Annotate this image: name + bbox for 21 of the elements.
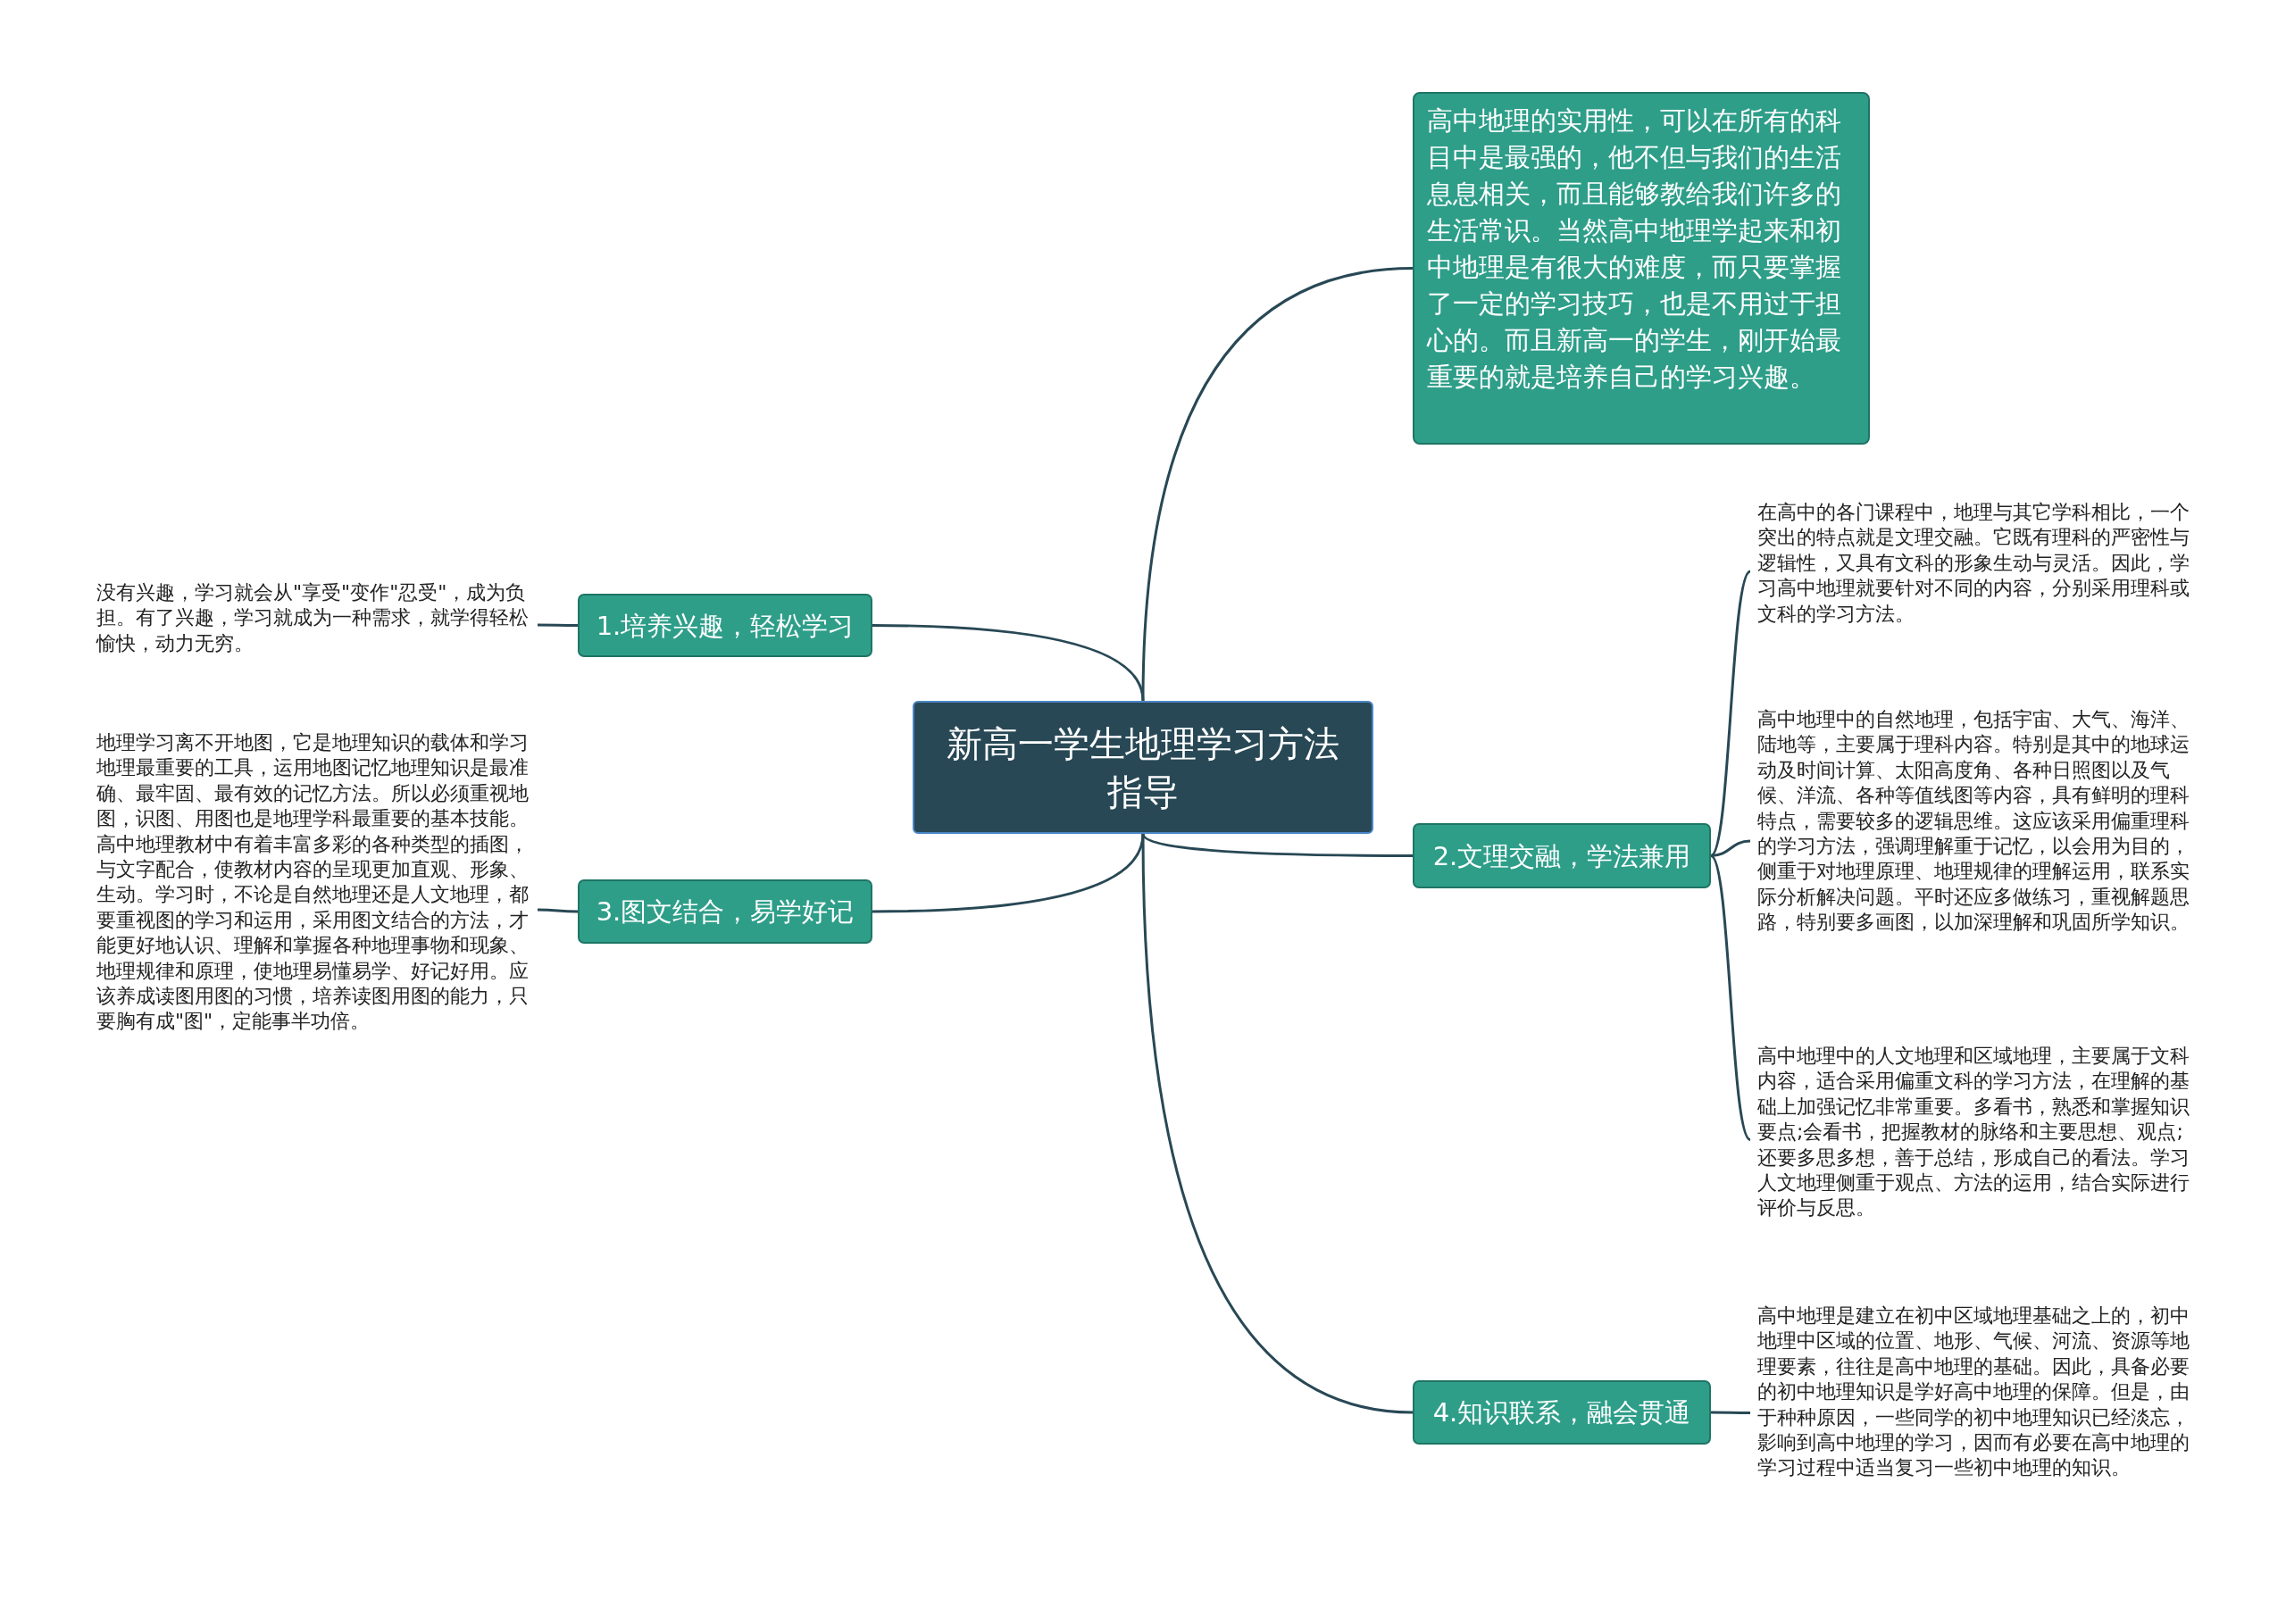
note-text: 高中地理中的自然地理，包括宇宙、大气、海洋、陆地等，主要属于理科内容。特别是其中的地球运动及时间计算、太阳高度角、各种日照图以及气候、洋流、各种等值线图等内容，具有鲜明的理科特点，需要较多的逻辑思维。这应该采用偏重理科的学习方法，强调理解重于记忆，以会用为目的，侧重于对地理原理、地理规律的理解运用，联系实际分析解决问题。平时还应多做练习，重视解题思路，特别要多画图，以加深理解和巩固所学知识。 xyxy=(1757,707,2190,936)
note-text: 在高中的各门课程中，地理与其它学科相比，一个突出的特点就是文理交融。它既有理科的严密性与逻辑性，又具有文科的形象生动与灵活。因此，学习高中地理就要针对不同的内容，分别采用理科或文科的学习方法。 xyxy=(1757,500,2190,627)
topic-box: 1.培养兴趣，轻松学习 xyxy=(578,594,872,657)
connector-line xyxy=(1709,854,1752,1141)
connector-line xyxy=(538,908,578,913)
connector-line xyxy=(1141,833,1414,1414)
connector-line xyxy=(1710,839,1751,857)
connector-line xyxy=(538,623,578,627)
note-text: 地理学习离不开地图，它是地理知识的载体和学习地理最重要的工具，运用地图记忆地理知识是最准确、最牢固、最有效的记忆方法。所以必须重视地图，识图、用图也是地理学科最重要的基本技能。高中地理教材中有着丰富多彩的各种类型的插图，与文字配合，使教材内容的呈现更加直观、形象、生动。学习时，不论是自然地理还是人文地理，都要重视图的学习和运用，采用图文结合的方法，才能更好地认识、理解和掌握各种地理事物和现象、地理规律和原理，使地理易懂易学、好记好用。应该养成读图用图的习惯，培养读图用图的能力，只要胸有成"图"，定能事半功倍。 xyxy=(96,730,530,1035)
note-text: 没有兴趣，学习就会从"享受"变作"忍受"，成为负担。有了兴趣，学习就成为一种需求，就学得轻松愉快，动力无穷。 xyxy=(96,580,530,656)
connector-line xyxy=(872,624,1145,702)
note-text: 高中地理是建立在初中区域地理基础之上的，初中地理中区域的位置、地形、气候、河流、资源等地理要素，往往是高中地理的基础。因此，具备必要的初中地理知识是学好高中地理的保障。但是，由于种种原因，一些同学的初中地理知识已经淡忘，影响到高中地理的学习，因而有必要在高中地理的学习过程中适当复习一些初中地理的知识。 xyxy=(1757,1303,2190,1481)
connector-line xyxy=(1709,570,1752,857)
connector-line xyxy=(872,833,1145,913)
topic-box: 高中地理的实用性，可以在所有的科目中是最强的，他不但与我们的生活息息相关，而且能够教给我们许多的生活常识。当然高中地理学起来和初中地理是有很大的难度，而只要掌握了一定的学习技巧，也是不用过于担心的。而且新高一的学生，刚开始最重要的就是培养自己的学习兴趣。 xyxy=(1413,92,1870,445)
connector-line xyxy=(1711,1411,1750,1414)
topic-box: 2.文理交融，学法兼用 xyxy=(1413,823,1711,888)
topic-box: 3.图文结合，易学好记 xyxy=(578,879,872,944)
note-text: 高中地理中的人文地理和区域地理，主要属于文科内容，适合采用偏重文科的学习方法，在理解的基础上加强记忆非常重要。多看书，熟悉和掌握知识要点;会看书，把握教材的脉络和主要思想、观点;还要多思多想，善于总结，形成自己的看法。学习人文地理侧重于观点、方法的运用，结合实际进行评价与反思。 xyxy=(1757,1044,2190,1221)
topic-box: 4.知识联系，融会贯通 xyxy=(1413,1380,1711,1445)
central-topic-box: 新高一学生地理学习方法指导 xyxy=(913,701,1373,834)
